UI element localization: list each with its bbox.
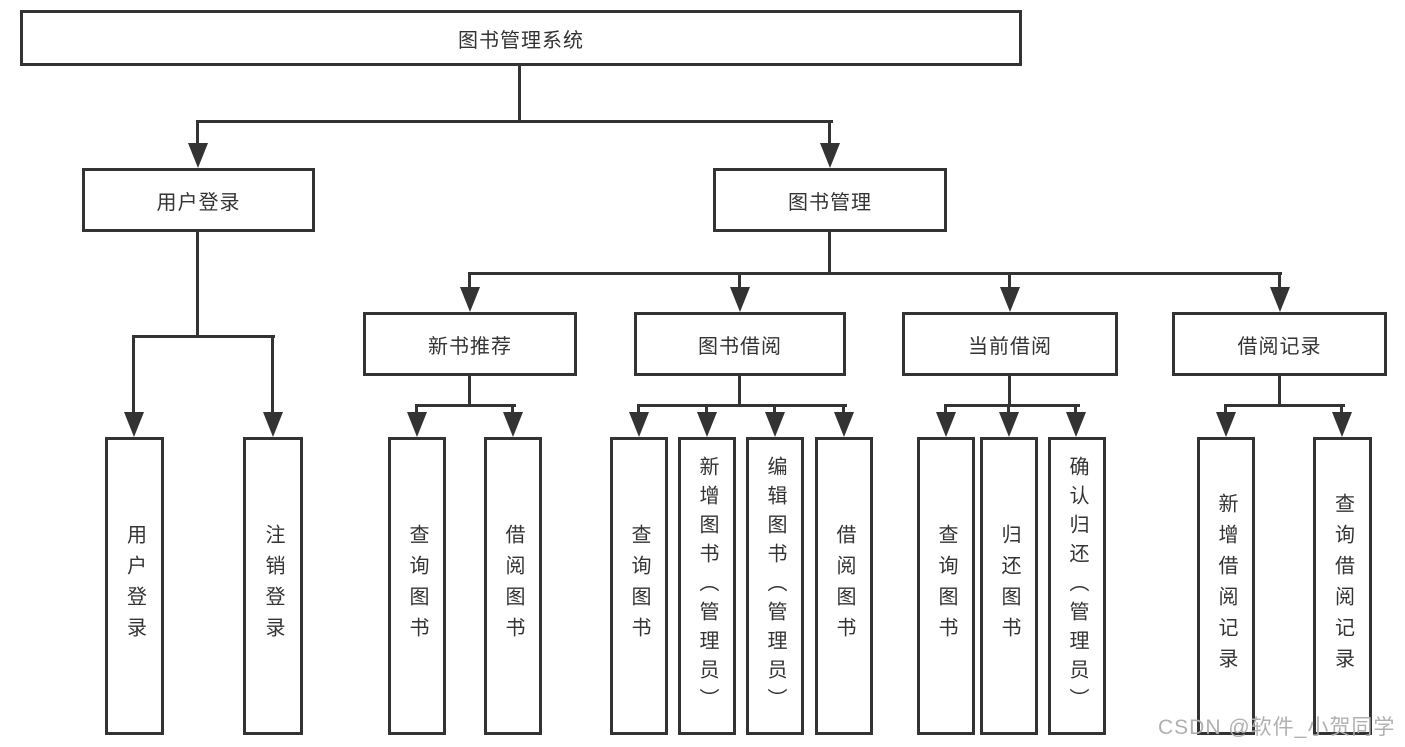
- leaf-edit-book-admin: 编辑图书（管理员）: [746, 437, 804, 735]
- arrow-down-icon: [1270, 287, 1290, 312]
- leaf-label: 编辑图书（管理员）: [764, 455, 786, 717]
- arrow-down-icon: [1000, 287, 1020, 312]
- leaf-confirm-return-admin: 确认归还（管理员）: [1048, 437, 1106, 735]
- leaf-query-books-current: 查询图书: [917, 437, 975, 735]
- leaf-label: 借阅图书: [833, 524, 855, 648]
- node-label: 图书借阅: [698, 335, 782, 358]
- leaf-label: 注销登录: [262, 524, 284, 648]
- leaf-logout: 注销登录: [243, 437, 303, 735]
- arrow-down-icon: [460, 287, 480, 312]
- leaf-label: 新增借阅记录: [1215, 493, 1237, 679]
- arrow-down-icon: [1066, 412, 1086, 437]
- arrow-down-icon: [820, 143, 840, 168]
- leaf-label: 查询图书: [935, 524, 957, 648]
- connector-line: [1278, 376, 1281, 407]
- arrow-down-icon: [629, 412, 649, 437]
- connector-line: [738, 272, 741, 290]
- connector-line: [468, 272, 1282, 275]
- leaf-label: 查询借阅记录: [1331, 493, 1354, 679]
- connector-line: [1008, 272, 1011, 290]
- connector-line: [773, 404, 776, 415]
- arrow-down-icon: [999, 412, 1019, 437]
- node-label: 用户登录: [156, 191, 241, 214]
- connector-line: [828, 120, 831, 148]
- leaf-borrow-books: 借阅图书: [815, 437, 873, 735]
- connector-line: [196, 120, 199, 148]
- node-label: 新书推荐: [428, 335, 512, 358]
- connector-line: [518, 64, 521, 122]
- arrow-down-icon: [834, 412, 854, 437]
- connector-line: [828, 232, 831, 275]
- node-user-login: 用户登录: [82, 168, 315, 232]
- connector-line: [468, 272, 471, 290]
- leaf-return-book: 归还图书: [980, 437, 1038, 735]
- arrow-down-icon: [503, 412, 523, 437]
- arrow-down-icon: [263, 412, 283, 437]
- connector-line: [1224, 404, 1227, 415]
- leaf-label: 查询图书: [628, 524, 650, 648]
- node-label: 借阅记录: [1237, 335, 1322, 358]
- leaf-label: 查询图书: [406, 524, 428, 648]
- connector-line: [1340, 404, 1343, 415]
- connector-line: [637, 404, 847, 407]
- leaf-add-book-admin: 新增图书（管理员）: [678, 437, 736, 735]
- connector-line: [1007, 404, 1010, 415]
- connector-line: [1074, 404, 1077, 415]
- node-current-borrow: 当前借阅: [902, 312, 1118, 376]
- connector-line: [415, 404, 418, 415]
- node-label: 图书管理: [788, 191, 872, 214]
- connector-line: [1278, 272, 1281, 290]
- connector-line: [944, 404, 1080, 407]
- leaf-borrow-books-recommend: 借阅图书: [484, 437, 542, 735]
- connector-line: [1008, 376, 1011, 407]
- arrow-down-icon: [124, 412, 144, 437]
- connector-line: [842, 404, 845, 415]
- connector-line: [705, 404, 708, 415]
- node-borrow-records: 借阅记录: [1172, 312, 1387, 376]
- arrow-down-icon: [936, 412, 956, 437]
- connector-line: [415, 404, 516, 407]
- arrow-down-icon: [697, 412, 717, 437]
- arrow-down-icon: [730, 287, 750, 312]
- connector-line: [511, 404, 514, 415]
- arrow-down-icon: [765, 412, 785, 437]
- connector-line: [196, 232, 199, 338]
- node-book-borrow: 图书借阅: [634, 312, 846, 376]
- arrow-down-icon: [407, 412, 427, 437]
- node-book-management: 图书管理: [713, 168, 947, 232]
- connector-line: [468, 376, 471, 407]
- arrow-down-icon: [188, 143, 208, 168]
- connector-line: [132, 335, 135, 416]
- connector-line: [271, 335, 274, 416]
- arrow-down-icon: [1332, 412, 1352, 437]
- leaf-label: 归还图书: [998, 524, 1020, 648]
- node-new-book-recommend: 新书推荐: [363, 312, 577, 376]
- connector-line: [637, 404, 640, 415]
- leaf-query-books-recommend: 查询图书: [388, 437, 446, 735]
- leaf-query-books-borrow: 查询图书: [610, 437, 668, 735]
- node-label: 当前借阅: [968, 335, 1052, 358]
- connector-line: [132, 335, 275, 338]
- node-library-management-system: 图书管理系统: [20, 10, 1022, 66]
- leaf-user-login: 用户登录: [105, 437, 164, 735]
- leaf-add-borrow-record: 新增借阅记录: [1197, 437, 1255, 735]
- node-label: 图书管理系统: [458, 29, 584, 52]
- connector-line: [1224, 404, 1345, 407]
- connector-line: [944, 404, 947, 415]
- leaf-label: 确认归还（管理员）: [1066, 455, 1088, 717]
- watermark: CSDN @软件_小贺同学: [1158, 716, 1396, 739]
- leaf-label: 用户登录: [123, 524, 146, 648]
- leaf-label: 借阅图书: [502, 524, 524, 648]
- connector-line: [196, 120, 833, 123]
- connector-line: [738, 376, 741, 407]
- arrow-down-icon: [1216, 412, 1236, 437]
- leaf-label: 新增图书（管理员）: [696, 455, 718, 717]
- leaf-query-borrow-record: 查询借阅记录: [1313, 437, 1372, 735]
